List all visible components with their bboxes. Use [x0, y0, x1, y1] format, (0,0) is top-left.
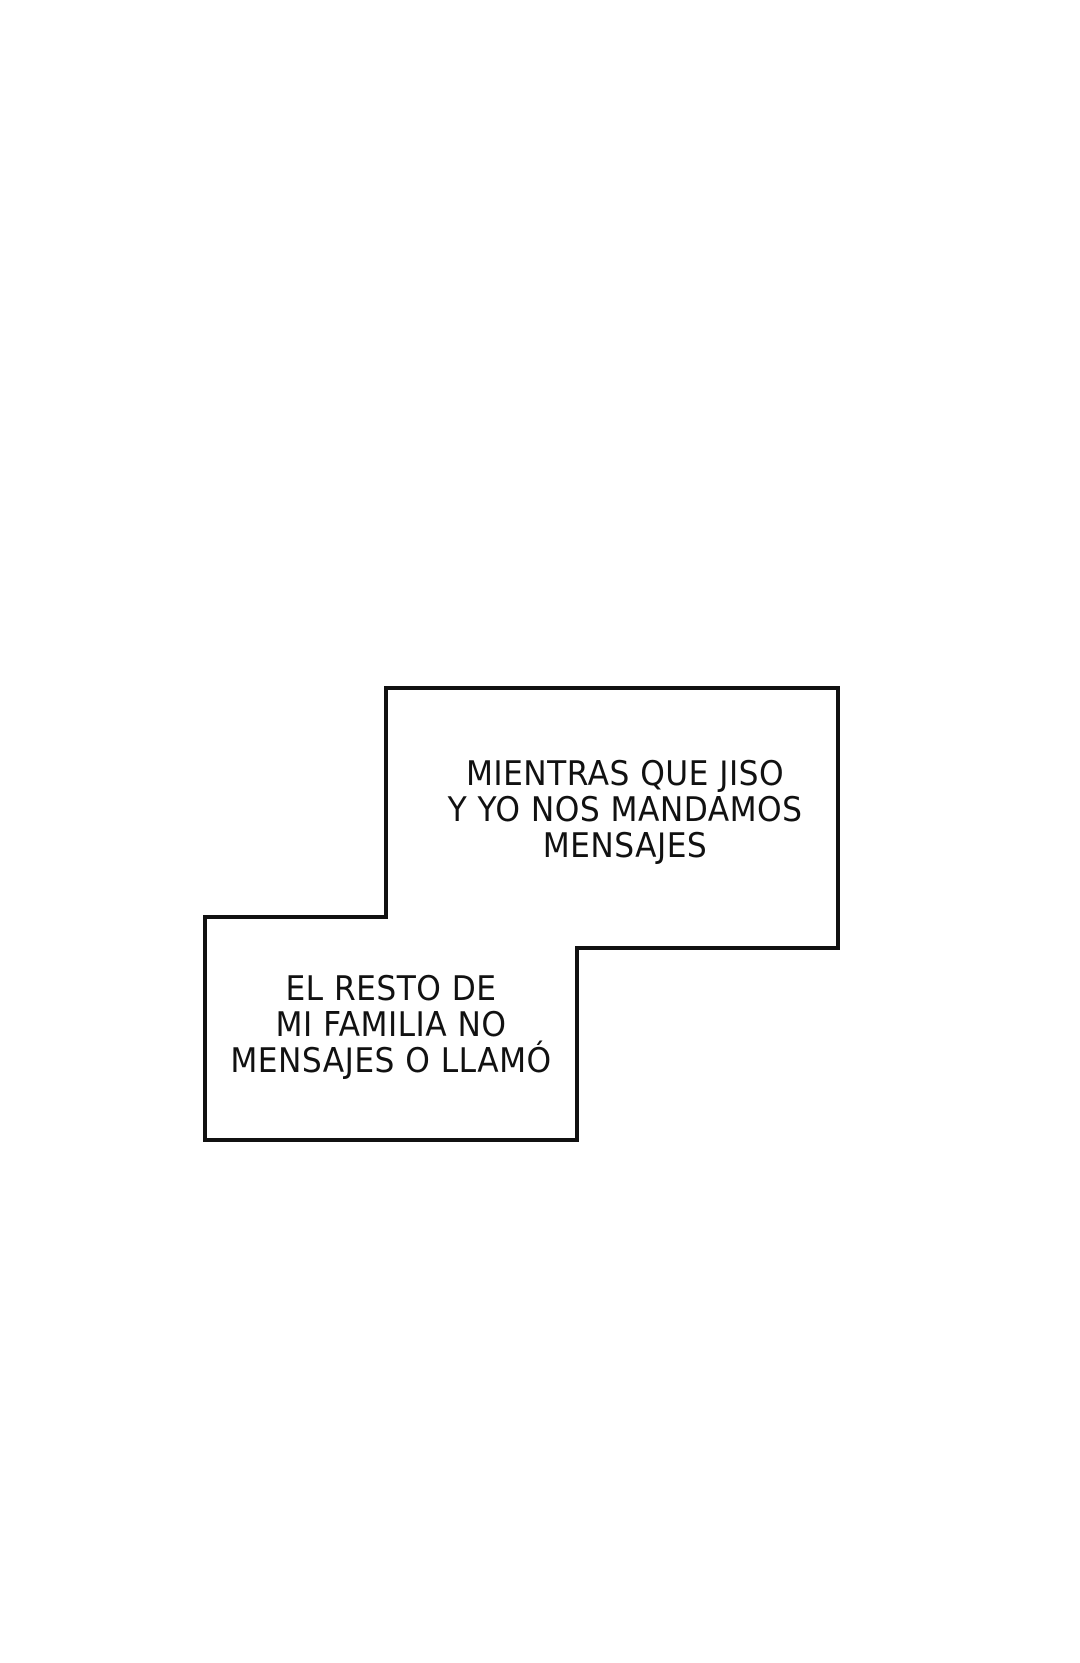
caption-line: EL RESTO DE	[285, 969, 497, 1009]
caption-line: MENSAJES	[542, 826, 708, 866]
caption-line: MI FAMILIA NO	[275, 1005, 507, 1045]
caption-line: Y YO NOS MANDAMOS	[447, 790, 803, 830]
caption-line: MIENTRAS QUE JISO	[465, 754, 785, 794]
caption-bottom: EL RESTO DE MI FAMILIA NO MENSAJES O LLA…	[224, 971, 557, 1079]
caption-top: MIENTRAS QUE JISO Y YO NOS MANDAMOS MENS…	[441, 756, 809, 864]
caption-line: MENSAJES O LLAMÓ	[230, 1041, 552, 1081]
